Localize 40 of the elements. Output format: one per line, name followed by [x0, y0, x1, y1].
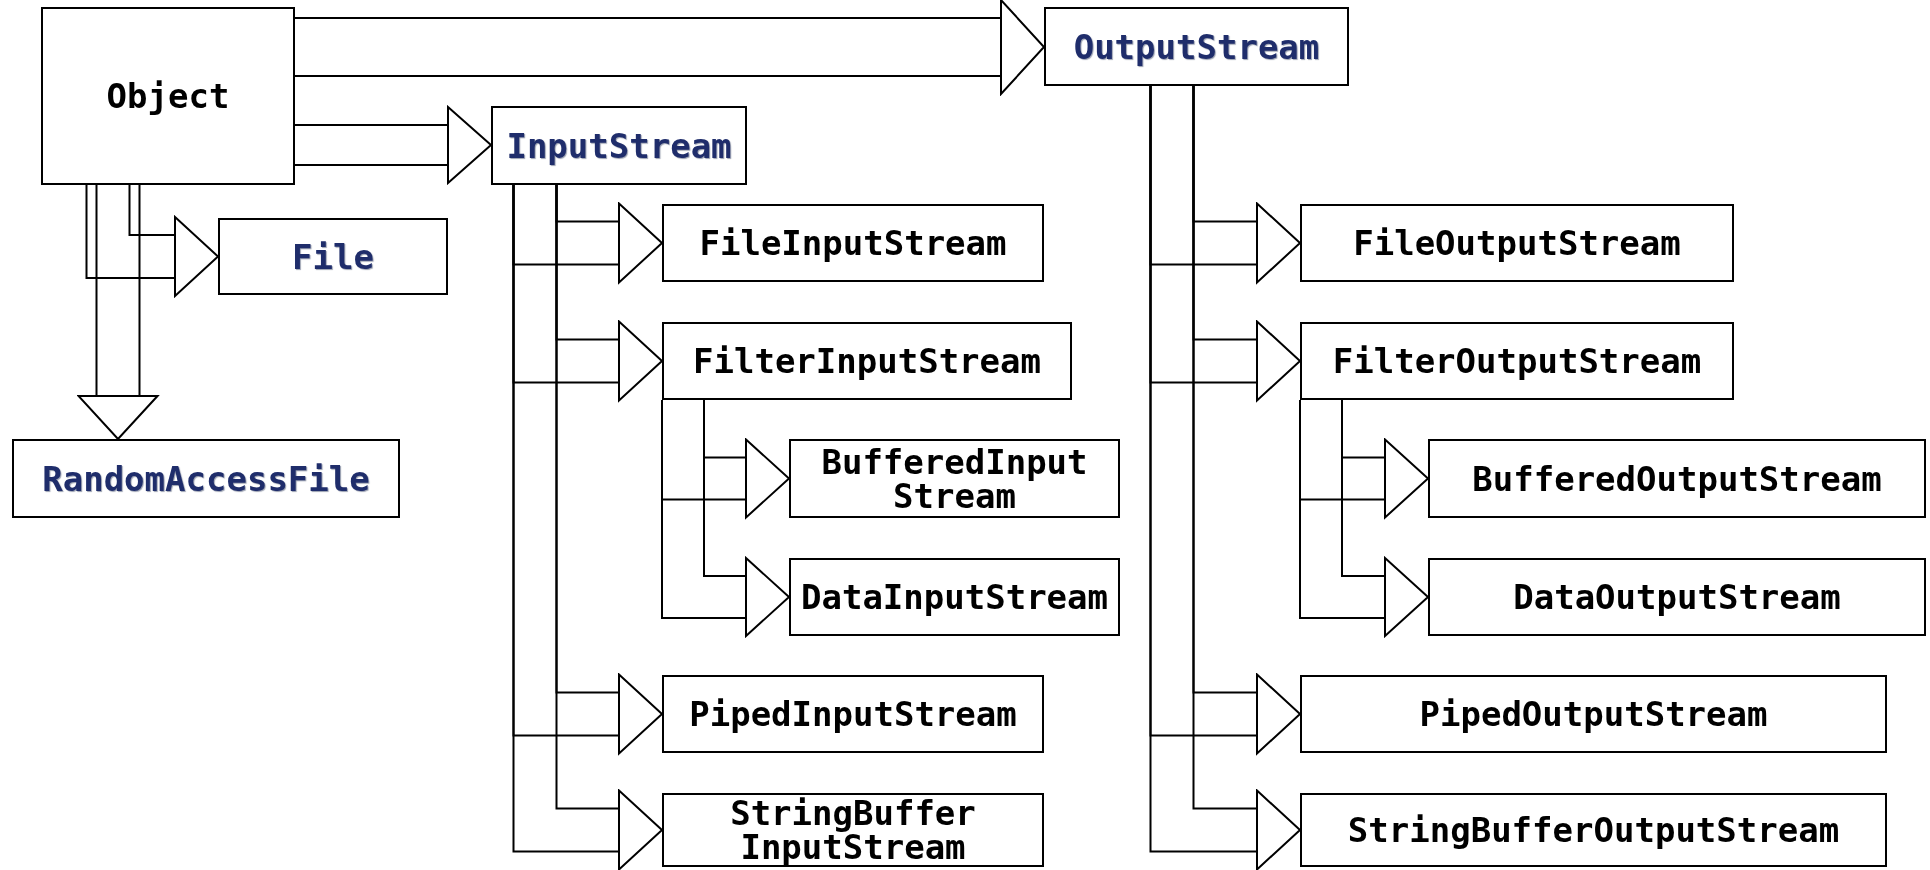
class-name: BufferedInput Stream	[820, 444, 1089, 513]
inheritance-arrow	[77, 184, 159, 440]
inheritance-arrow	[294, 106, 492, 184]
class-name: FileInputStream	[699, 226, 1007, 260]
class-box	[1300, 793, 1887, 867]
class-name: DataInputStream	[800, 580, 1108, 614]
class-box	[1044, 7, 1349, 86]
class-box	[1428, 558, 1926, 636]
inheritance-arrow	[512, 184, 663, 284]
class-box	[1300, 322, 1734, 400]
class-box	[662, 322, 1072, 400]
inheritance-arrow	[1149, 85, 1301, 284]
class-box	[662, 793, 1044, 867]
class-box	[1300, 675, 1887, 753]
class-name: BufferedOutputStream	[1472, 461, 1882, 496]
class-box	[789, 558, 1120, 636]
class-box	[491, 106, 747, 185]
inheritance-arrow	[294, 0, 1045, 95]
class-box	[789, 439, 1120, 518]
class-name: File	[292, 239, 374, 274]
class-box	[218, 218, 448, 295]
class-name: FilterOutputStream	[1332, 344, 1702, 378]
class-box	[41, 7, 295, 185]
class-name: InputStream	[506, 128, 732, 163]
class-name: FilterInputStream	[693, 344, 1041, 378]
class-name: Object	[106, 79, 230, 113]
class-name: PipedInputStream	[689, 697, 1017, 731]
class-name: DataOutputStream	[1513, 580, 1841, 614]
class-name: FileOutputStream	[1353, 226, 1681, 260]
class-box	[662, 204, 1044, 282]
class-box	[1300, 204, 1734, 282]
class-name: PipedOutputStream	[1419, 697, 1768, 731]
inheritance-arrow	[85, 184, 219, 297]
class-box	[12, 439, 400, 518]
class-name: RandomAccessFile	[42, 461, 370, 496]
class-name: StringBufferOutputStream	[1347, 813, 1840, 847]
class-box	[1428, 439, 1926, 518]
class-box	[662, 675, 1044, 753]
class-name: StringBuffer InputStream	[729, 796, 977, 864]
class-name: OutputStream	[1073, 29, 1320, 64]
